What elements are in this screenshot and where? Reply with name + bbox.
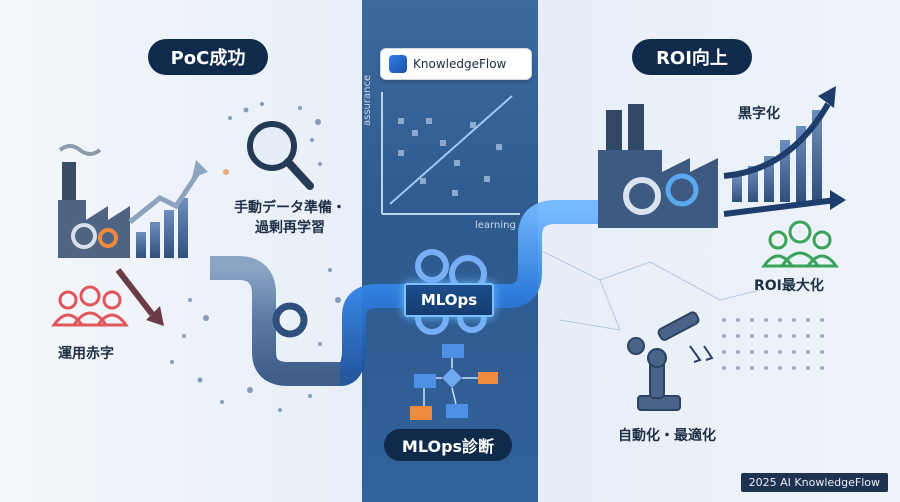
mlops-diagnosis-title: MLOps診断	[384, 429, 512, 461]
automation-label: 自動化・最適化	[618, 428, 716, 444]
network-lines	[539, 249, 761, 331]
chart-y-label: assurance	[362, 74, 373, 126]
roi-people-icon	[761, 220, 839, 268]
left-factory-icon	[58, 144, 130, 258]
deficit-people-icon	[51, 285, 129, 327]
gear-cluster-left-icon	[272, 302, 308, 338]
footer-credit: 2025 AI KnowledgeFlow	[740, 473, 888, 492]
right-growth-bars	[723, 86, 846, 217]
left-pipe	[210, 256, 340, 386]
left-dot-scatter	[170, 102, 341, 412]
left-growth-bars	[128, 160, 208, 258]
center-learning-chart	[381, 92, 520, 215]
robot-arm-icon	[627, 311, 714, 411]
center-pipe	[338, 200, 600, 386]
flowchart-icon	[410, 344, 498, 420]
operating-deficit-label: 運用赤字	[58, 346, 114, 362]
brand-name: KnowledgeFlow	[413, 57, 507, 71]
down-arrow-icon	[115, 268, 164, 326]
magnifier-icon	[247, 121, 314, 190]
roi-up-title: ROI向上	[632, 39, 752, 75]
roi-maximize-label: ROI最大化	[754, 278, 824, 294]
knowledgeflow-logo-icon	[389, 55, 407, 73]
mlops-pipeline-label: MLOps	[404, 283, 494, 317]
chart-x-label: learning	[475, 220, 516, 231]
poc-success-title: PoC成功	[148, 39, 268, 75]
profitability-label: 黒字化	[738, 106, 780, 122]
right-dot-grid	[722, 318, 824, 370]
center-band	[362, 0, 538, 502]
manual-data-label: 手動データ準備・ 過剰再学習	[234, 200, 346, 236]
brand-badge: KnowledgeFlow	[380, 48, 532, 80]
right-factory-icon	[598, 104, 718, 228]
